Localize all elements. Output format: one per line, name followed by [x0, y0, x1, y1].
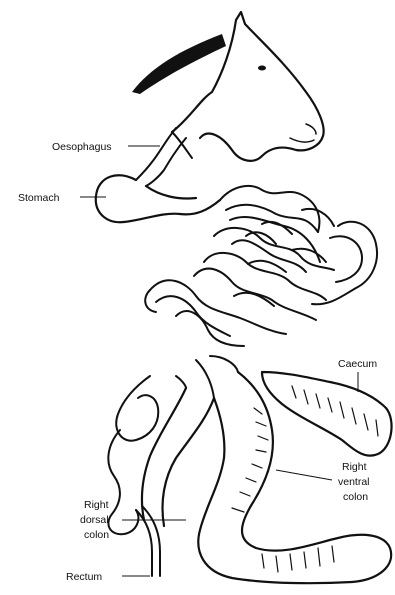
right-ventral-colon-leader-line — [276, 470, 332, 480]
eye-shape — [258, 66, 266, 71]
label-right-dorsal-colon-line-1: Right — [84, 499, 109, 511]
caecum-shape — [262, 372, 392, 456]
label-right-dorsal-colon-line-2: dorsal — [80, 514, 109, 526]
label-right-ventral-colon-line-3: colon — [343, 491, 368, 503]
label-right-ventral-colon-line-2: ventral — [338, 476, 370, 488]
label-right-ventral-colon: Right ventral colon — [338, 461, 372, 503]
small-intestine-coils — [145, 186, 377, 346]
label-oesophagus: Oesophagus — [52, 141, 112, 153]
small-colon-and-rectum — [108, 376, 160, 576]
stomach-shape — [96, 175, 220, 222]
oesophagus-tube — [136, 128, 186, 186]
label-rectum: Rectum — [66, 571, 102, 583]
right-dorsal-colon-shape — [142, 388, 214, 526]
label-caecum: Caecum — [338, 358, 377, 370]
mane-shape — [132, 34, 226, 94]
horse-head-illustration — [132, 12, 324, 161]
label-stomach: Stomach — [18, 192, 60, 204]
label-right-ventral-colon-line-1: Right — [342, 461, 367, 473]
label-right-dorsal-colon: Right dorsal colon — [80, 499, 112, 541]
label-right-dorsal-colon-line-3: colon — [84, 529, 109, 541]
ventral-colon-folds — [232, 408, 334, 572]
